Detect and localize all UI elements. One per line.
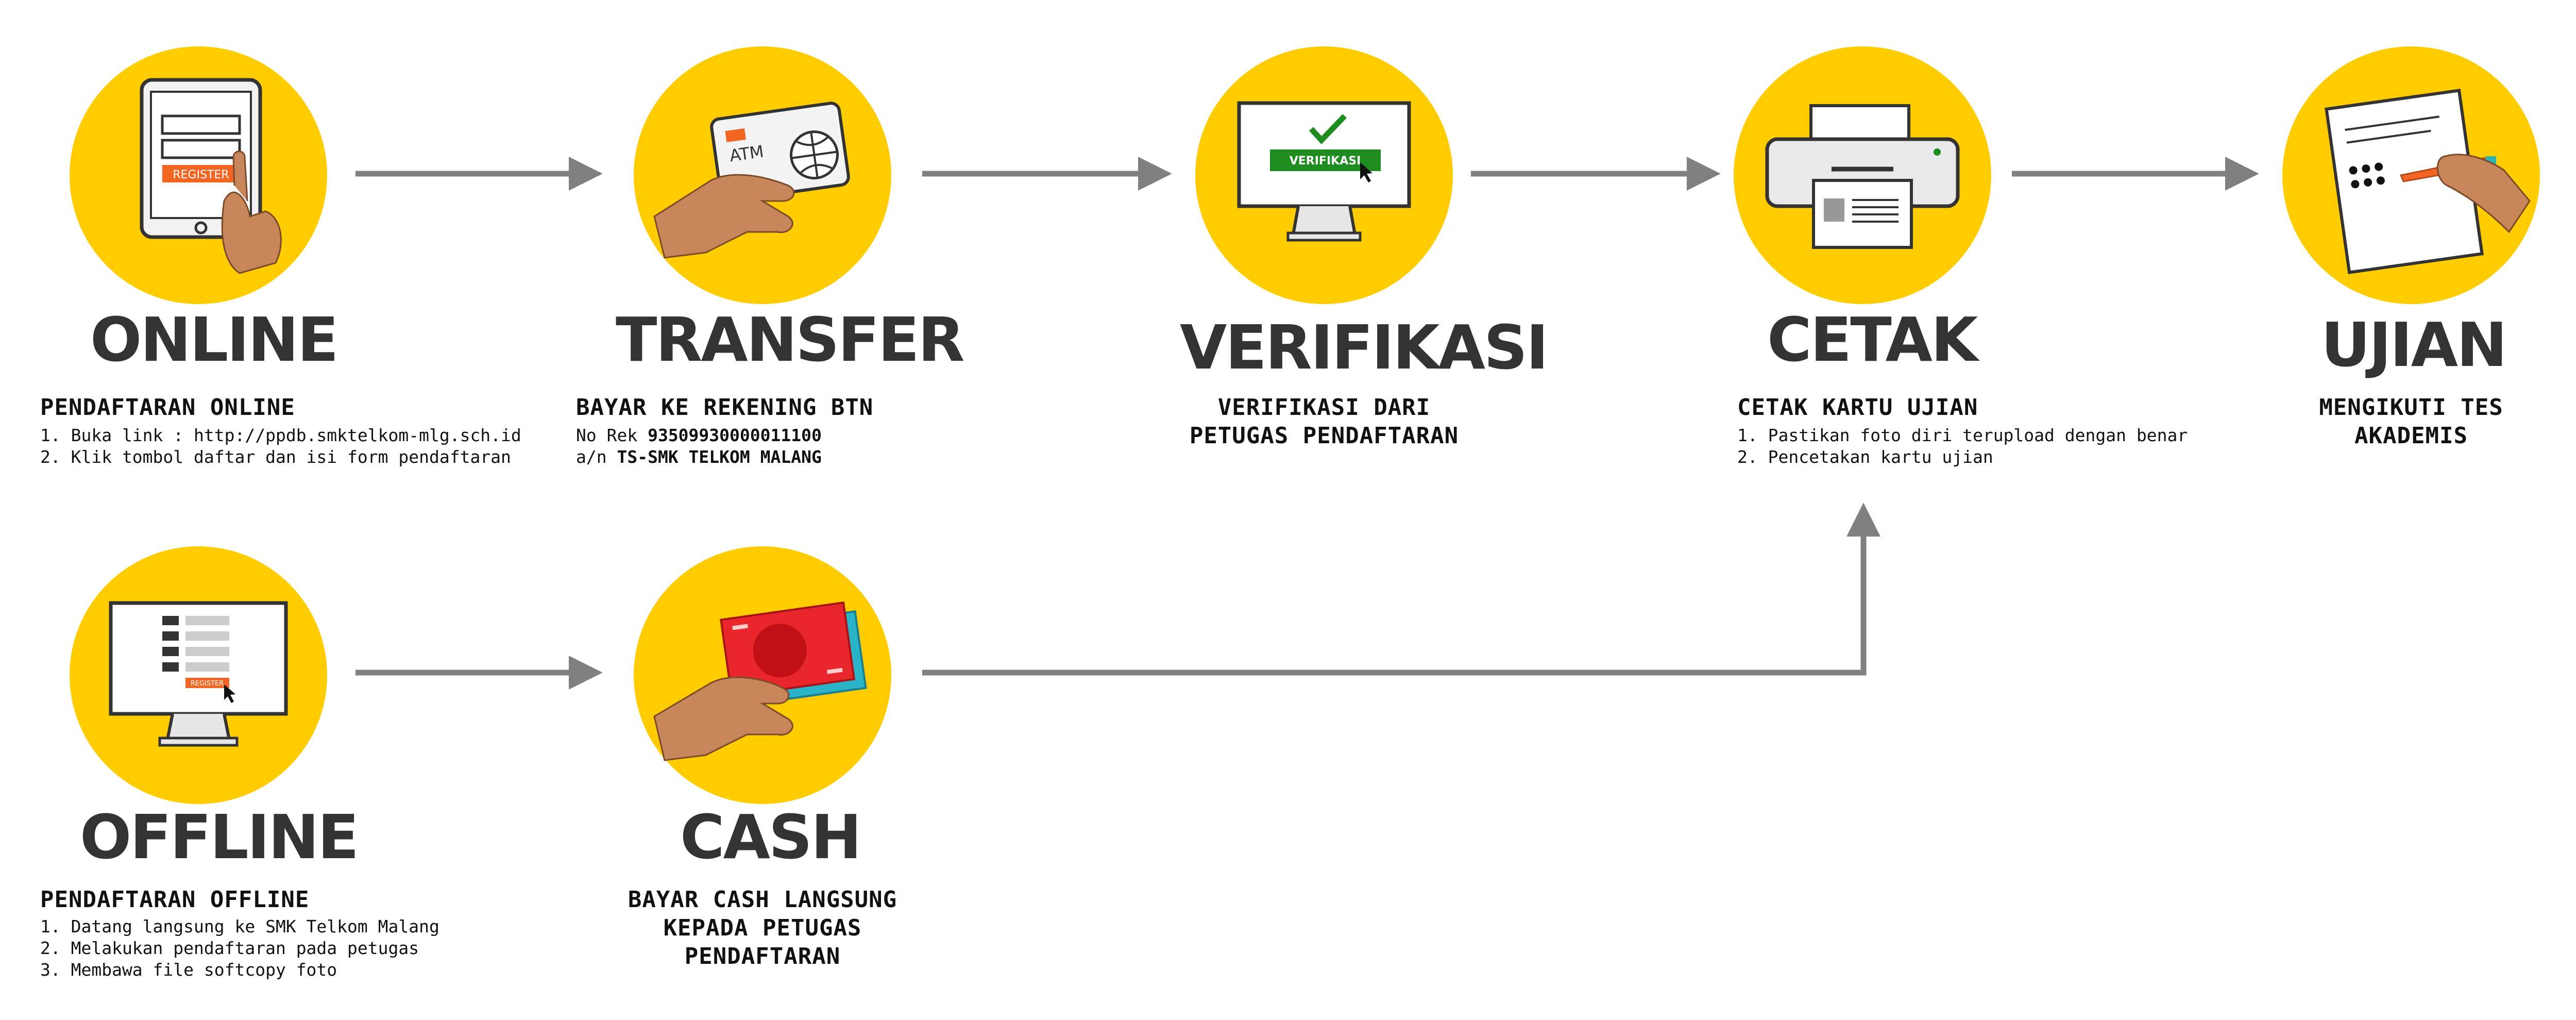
- cetak-subtitle: CETAK KARTU UJIAN: [1737, 394, 1978, 421]
- online-title: ONLINE: [90, 304, 339, 375]
- ujian-circle: [2282, 46, 2540, 304]
- online-line-1: 1. Buka link : http://ppdb.smktelkom-mlg…: [40, 425, 521, 445]
- transfer-rekening: No Rek 93509930000011100: [576, 425, 822, 445]
- transfer-rek-value: 93509930000011100: [648, 425, 822, 445]
- atm-card-hand-icon: ATM: [653, 102, 850, 259]
- online-subtitle: PENDAFTARAN ONLINE: [40, 394, 295, 421]
- transfer-title: TRANSFER: [616, 304, 964, 375]
- cash-hand-icon: [653, 601, 867, 761]
- transfer-circle: ATM: [634, 46, 891, 304]
- verifikasi-circle: VERIFIKASI: [1195, 46, 1453, 304]
- verifikasi-subtitle-2: PETUGAS PENDAFTARAN: [1189, 423, 1459, 449]
- ujian-subtitle-2: AKADEMIS: [2354, 423, 2468, 449]
- tablet-register-icon: REGISTER: [140, 78, 282, 274]
- transfer-an-label: a/n: [576, 447, 617, 467]
- online-line-2: 2. Klik tombol daftar dan isi form penda…: [40, 447, 511, 467]
- verify-button-label: VERIFIKASI: [1290, 155, 1361, 168]
- ujian-subtitle-1: MENGIKUTI TES: [2319, 394, 2503, 421]
- offline-title: OFFLINE: [80, 801, 359, 873]
- verifikasi-subtitle-1: VERIFIKASI DARI: [1217, 394, 1431, 421]
- transfer-atas-nama: a/n TS-SMK TELKOM MALANG: [576, 447, 822, 467]
- tablet-register-label: REGISTER: [173, 169, 229, 181]
- cash-circle: [634, 546, 891, 804]
- verifikasi-title: VERIFIKASI: [1180, 312, 1549, 383]
- transfer-rek-label: No Rek: [576, 425, 648, 445]
- cash-subtitle-3: PENDAFTARAN: [684, 943, 841, 969]
- offline-circle: REGISTER: [70, 546, 327, 804]
- offline-line-2: 2. Melakukan pendaftaran pada petugas: [40, 938, 419, 958]
- exam-paper-pen-icon: [2325, 89, 2531, 274]
- transfer-an-value: TS-SMK TELKOM MALANG: [617, 447, 822, 467]
- offline-line-1: 1. Datang langsung ke SMK Telkom Malang: [40, 916, 439, 937]
- cetak-circle: [1734, 46, 1991, 304]
- atm-label: ATM: [728, 141, 765, 165]
- offline-line-3: 3. Membawa file softcopy foto: [40, 960, 337, 980]
- cetak-title: CETAK: [1767, 304, 1978, 375]
- cetak-line-2: 2. Pencetakan kartu ujian: [1737, 447, 1993, 467]
- printer-icon: [1765, 104, 1960, 249]
- cash-subtitle-2: KEPADA PETUGAS: [663, 915, 862, 941]
- ujian-title: UJIAN: [2321, 309, 2507, 380]
- monitor-register-icon: REGISTER: [109, 601, 288, 747]
- monitor-verify-icon: VERIFIKASI: [1237, 101, 1411, 242]
- cash-subtitle-1: BAYAR CASH LANGSUNG: [628, 887, 897, 913]
- online-circle: REGISTER: [70, 46, 327, 304]
- transfer-subtitle: BAYAR KE REKENING BTN: [576, 394, 874, 421]
- offline-subtitle: PENDAFTARAN OFFLINE: [40, 887, 310, 913]
- arrow-cash-cetak: [922, 503, 1880, 676]
- cetak-line-1: 1. Pastikan foto diri terupload dengan b…: [1737, 425, 2188, 445]
- cash-title: CASH: [680, 801, 862, 873]
- offline-register-label: REGISTER: [191, 680, 224, 688]
